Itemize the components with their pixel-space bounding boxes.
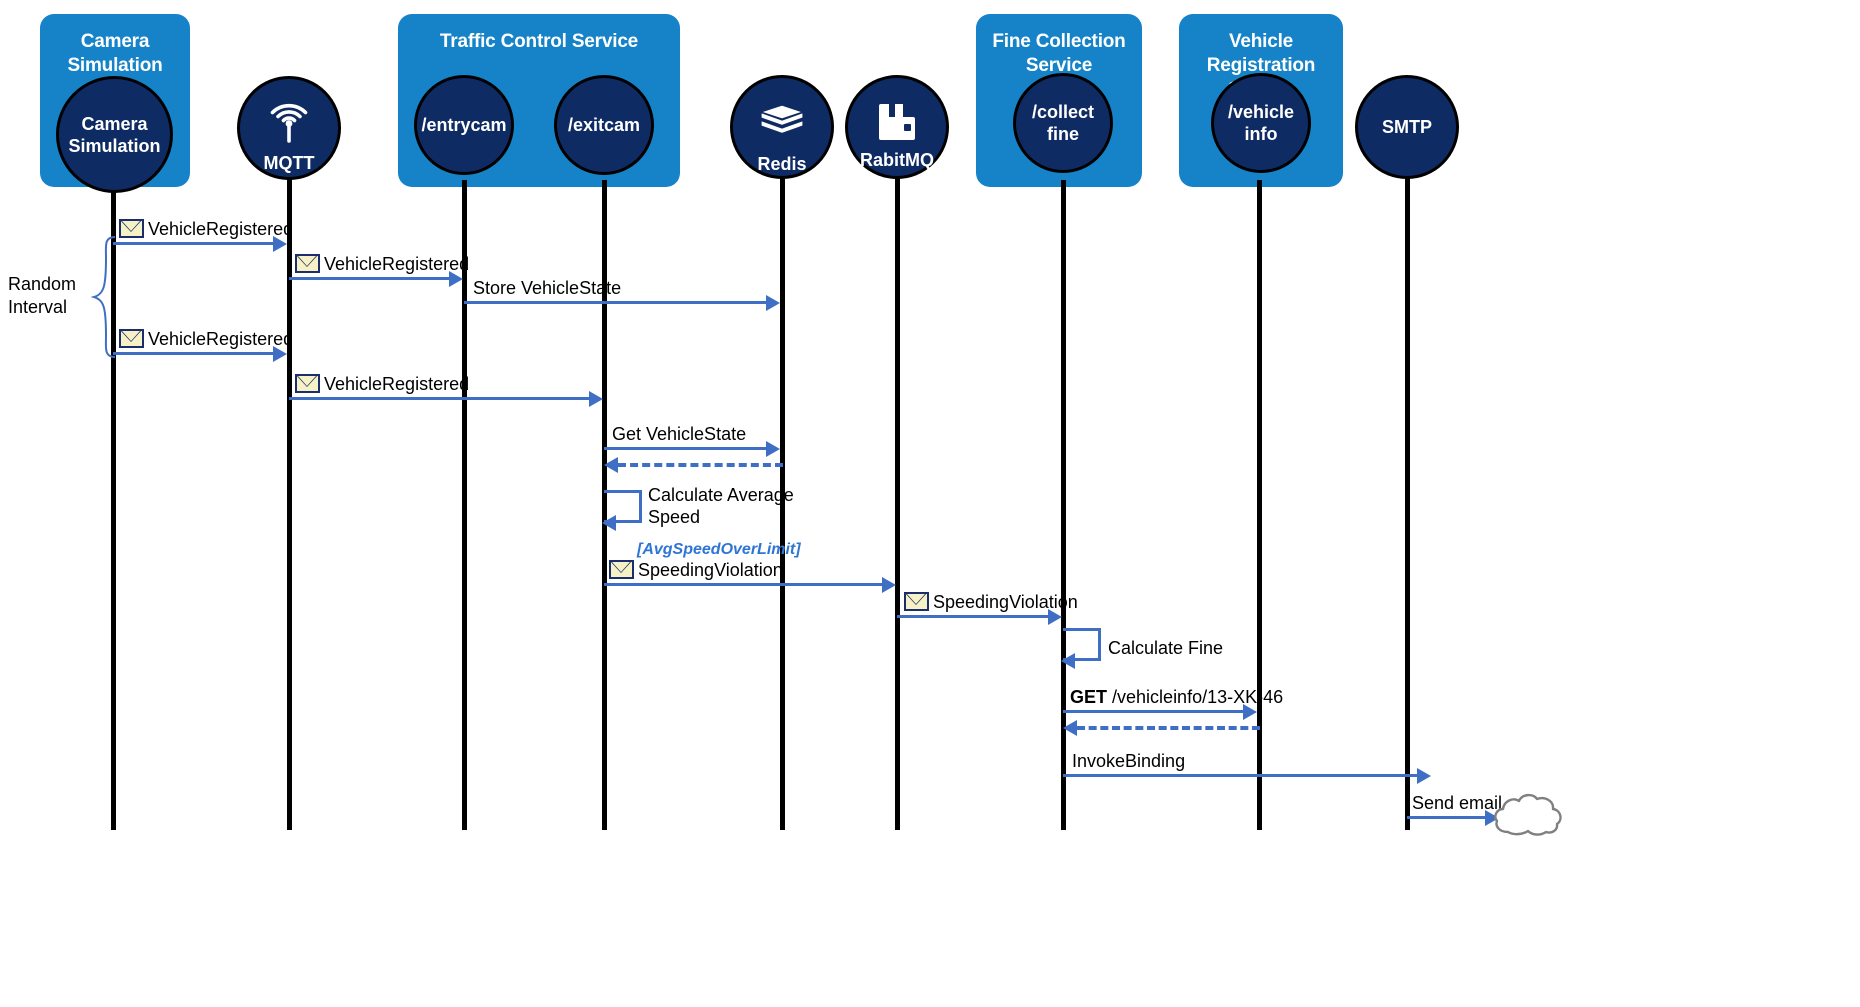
arrowhead-m11 [1061,653,1075,669]
message-label-m9: SpeedingViolation [638,560,783,580]
message-label-m15: Send email [1412,793,1503,813]
lifeline-vehicleinfo [1257,180,1262,830]
participant-redis[interactable]: Redis [730,75,834,179]
group-title-fine-collection: Fine Collection Service [992,31,1126,76]
arrowhead-m5 [589,391,603,407]
arrowhead-m7 [604,457,618,473]
message-label-m1: VehicleRegistered [148,219,294,239]
envelope-icon [295,254,320,273]
envelope-icon [295,374,320,393]
lifeline-redis [780,172,785,830]
arrowhead-m3 [766,295,780,311]
arrowhead-m4 [273,346,287,362]
participant-label-exitcam: /exitcam [567,115,641,135]
message-label-m3: Store VehicleState [473,278,622,298]
message-line-m9 [604,583,886,586]
participant-exitcam[interactable]: /exitcam [554,75,654,175]
message-label-m4: VehicleRegistered [148,329,294,349]
redis-stack-icon [758,102,806,149]
participant-label-smtp: SMTP [1381,117,1432,137]
envelope-icon [119,329,144,348]
participant-collectfine[interactable]: /collect fine [1013,73,1113,173]
message-line-m4 [113,352,279,355]
message-line-m13-return [1077,726,1260,730]
message-line-m14 [1063,774,1421,777]
message-label-m8: Calculate Average Speed [648,485,794,527]
arrowhead-m9 [882,577,896,593]
message-label-m14: InvokeBinding [1072,751,1186,771]
participant-label-collectfine: /collect fine [1031,102,1095,144]
message-label-m2: VehicleRegistered [324,254,470,274]
participant-mqtt[interactable]: MQTT [237,76,341,180]
lifeline-exitcam [602,180,607,830]
message-label-m10: SpeedingViolation [933,592,1078,612]
lifeline-mqtt [287,172,292,830]
message-label-m5: VehicleRegistered [324,374,470,394]
participant-vehicleinfo[interactable]: /vehicle info [1211,73,1311,173]
message-line-m5 [289,397,595,400]
message-label-m6: Get VehicleState [612,424,747,444]
envelope-icon [904,592,929,611]
lifeline-rabbitmq [895,172,900,830]
message-line-m15 [1407,816,1489,819]
random-interval-label: Random Interval [8,274,77,317]
participant-entrycam[interactable]: /entrycam [414,75,514,175]
participant-label-redis: Redis [757,154,807,174]
arrowhead-m2 [449,271,463,287]
message-line-m10 [897,615,1053,618]
participant-camera-simulation[interactable]: Camera Simulation [56,76,173,193]
participant-rabbitmq[interactable]: RabitMQ [845,75,949,179]
guard-avg-speed-over-limit: [AvgSpeedOverLimit] [637,541,801,558]
arrowhead-m8 [602,515,616,531]
envelope-icon [609,560,634,579]
envelope-icon [119,219,144,238]
participant-label-vehicleinfo: /vehicle info [1227,102,1295,144]
arrowhead-m14 [1417,768,1431,784]
message-line-m1 [113,242,279,245]
participant-label-rabbitmq: RabitMQ [860,150,934,170]
email-cloud-icon [1492,788,1564,843]
arrowhead-m6 [766,441,780,457]
arrowhead-m13 [1063,720,1077,736]
arrowhead-m12 [1243,704,1257,720]
message-line-m12 [1063,710,1247,713]
lifeline-smtp [1405,172,1410,830]
message-label-m12: GET /vehicleinfo/13-XK-46 [1070,686,1283,708]
antenna-icon [263,103,315,148]
group-title-traffic-control: Traffic Control Service [439,31,639,52]
group-title-camera-simulation: Camera Simulation [67,31,163,76]
arrowhead-m10 [1048,609,1062,625]
participant-smtp[interactable]: SMTP [1355,75,1459,179]
message-line-m3 [464,301,770,304]
http-verb-get: GET [1070,687,1108,707]
participant-label-entrycam: /entrycam [421,115,507,135]
rabbitmq-icon [877,102,917,145]
message-line-m6 [604,447,770,450]
message-line-m2 [289,277,455,280]
lifeline-camera-simulation [111,180,116,830]
participant-label-camera-simulation: Camera Simulation [68,113,161,156]
participant-label-mqtt: MQTT [263,153,315,173]
arrowhead-m1 [273,236,287,252]
selfloop-calculate-fine [1063,628,1101,661]
message-line-m7-return [618,463,783,467]
lifeline-entrycam [462,180,467,830]
lifeline-collectfine [1061,180,1066,830]
message-label-m11: Calculate Fine [1108,638,1224,658]
random-interval-brace [84,236,116,358]
selfloop-calculate-average-speed [604,490,642,523]
http-path: /vehicleinfo/13-XK-46 [1112,687,1284,707]
